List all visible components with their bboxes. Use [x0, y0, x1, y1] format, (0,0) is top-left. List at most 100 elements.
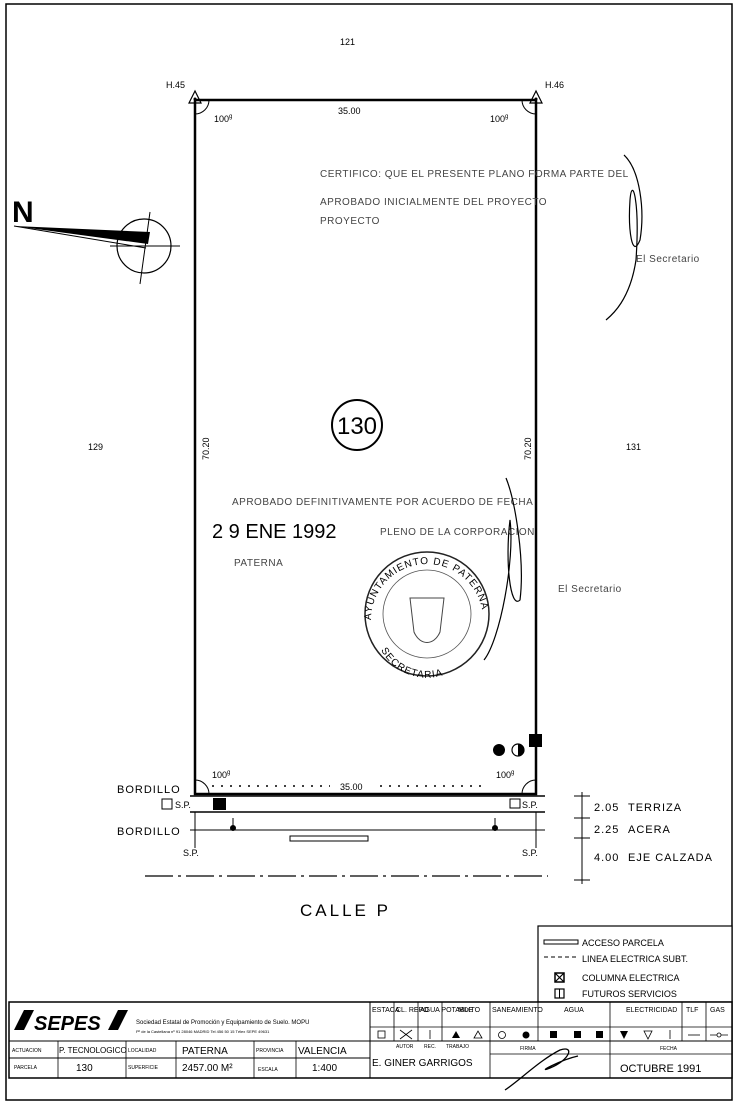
- svg-text:PROYECTO: PROYECTO: [320, 216, 380, 227]
- svg-text:LINEA ELECTRICA SUBT.: LINEA ELECTRICA SUBT.: [582, 954, 688, 964]
- svg-text:FECHA: FECHA: [660, 1046, 678, 1052]
- svg-text:EJE CALZADA: EJE CALZADA: [628, 852, 713, 864]
- angle-arc-tl: [194, 99, 210, 115]
- svg-text:TRABAJO: TRABAJO: [446, 1044, 469, 1050]
- certification-stamp-top: CERTIFICO: QUE EL PRESENTE PLANO FORMA P…: [320, 154, 700, 321]
- svg-text:2.25: 2.25: [594, 824, 619, 836]
- escala-value: 1:400: [312, 1063, 337, 1074]
- electric-column-icon-bottom: [213, 798, 226, 810]
- approval-stamp-middle: APROBADO DEFINITIVAMENTE POR ACUERDO DE …: [212, 477, 622, 661]
- localidad-value: PATERNA: [182, 1046, 228, 1057]
- svg-text:ESTACA: ESTACA: [372, 1007, 400, 1014]
- angle-arc-bl: [194, 779, 210, 795]
- svg-text:4.00: 4.00: [594, 852, 619, 864]
- svg-text:CERTIFICO: QUE EL PRESENTE PLA: CERTIFICO: QUE EL PRESENTE PLANO FORMA P…: [320, 169, 629, 180]
- svg-text:ESCALA: ESCALA: [258, 1067, 278, 1073]
- svg-text:PLENO DE LA CORPORACION: PLENO DE LA CORPORACION: [380, 527, 535, 538]
- electric-box-icon: [529, 734, 542, 747]
- svg-text:PARCELA: PARCELA: [14, 1065, 38, 1071]
- svg-text:ACCESO PARCELA: ACCESO PARCELA: [582, 938, 664, 948]
- actuacion-value: P. TECNOLOGICO: [59, 1046, 127, 1055]
- svg-text:FUTUROS SERVICIOS: FUTUROS SERVICIOS: [582, 989, 677, 999]
- svg-text:MIXTO: MIXTO: [458, 1007, 481, 1014]
- svg-text:2.05: 2.05: [594, 802, 619, 814]
- svg-text:PROVINCIA: PROVINCIA: [256, 1048, 284, 1054]
- future-services-icon-bottom: [509, 798, 521, 809]
- svg-text:REC.: REC.: [424, 1044, 436, 1050]
- section-row-3: 4.00 EJE CALZADA: [594, 852, 713, 864]
- parcel-number-circle: [331, 399, 383, 451]
- marker-left-label: H.45: [166, 80, 185, 90]
- legend-item-underground: LINEA ELECTRICA SUBT.: [544, 954, 688, 964]
- municipal-seal: AYUNTAMIENTO DE PATERNA SECRETARIA: [363, 551, 490, 681]
- provincia-value: VALENCIA: [298, 1046, 347, 1057]
- svg-text:SEPES: SEPES: [34, 1013, 101, 1035]
- svg-text:SUPERFICIE: SUPERFICIE: [128, 1065, 159, 1071]
- angle-br-label: 100g: [496, 770, 514, 780]
- dim-top-label: 35.00: [338, 106, 361, 116]
- neighbor-top-label: 121: [340, 37, 355, 47]
- angle-tl-label: 100g: [214, 114, 232, 124]
- author-signature: [504, 1048, 579, 1091]
- street-name: CALLE P: [300, 901, 391, 920]
- parcela-value: 130: [76, 1063, 93, 1074]
- signature-top: [605, 154, 643, 321]
- streetlight-icon-right: [492, 825, 498, 831]
- fecha-value: OCTUBRE 1991: [620, 1063, 701, 1075]
- streetlight-icon-left: [230, 825, 236, 831]
- title-block: SEPES Sociedad Estatal de Promoción y Eq…: [8, 1001, 733, 1091]
- legend-item-future: FUTUROS SERVICIOS: [554, 988, 677, 999]
- bordillo-label-1: BORDILLO: [117, 784, 181, 796]
- section-row-2: 2.25 ACERA: [594, 824, 671, 836]
- legend-item-column: COLUMNA ELECTRICA: [554, 972, 680, 983]
- svg-text:SECRETARIA: SECRETARIA: [378, 646, 444, 681]
- approval-date: 2 9 ENE 1992: [212, 521, 337, 543]
- svg-text:COLUMNA ELECTRICA: COLUMNA ELECTRICA: [582, 973, 680, 983]
- north-arrow-icon: N: [12, 196, 180, 285]
- angle-bl-label: 100g: [212, 770, 230, 780]
- svg-text:FIRMA: FIRMA: [520, 1046, 536, 1052]
- sheet-frame: [5, 3, 733, 1101]
- parcel-boundary: [193, 98, 538, 796]
- signature-middle: [483, 477, 522, 661]
- angle-arc-br: [521, 779, 537, 795]
- dim-left-label: 70.20: [201, 437, 211, 460]
- angle-tr-label: 100g: [490, 114, 508, 124]
- svg-text:APROBADO DEFINITIVAMENTE POR A: APROBADO DEFINITIVAMENTE POR ACUERDO DE …: [232, 497, 533, 508]
- section-row-1: 2.05 TERRIZA: [594, 802, 682, 814]
- svg-text:ACTUACION: ACTUACION: [12, 1048, 42, 1054]
- parcel-number-label: 130: [337, 413, 377, 440]
- svg-text:AUTOR: AUTOR: [396, 1044, 414, 1050]
- svg-text:CL. REPO: CL. REPO: [396, 1007, 429, 1014]
- legend-item-access: ACCESO PARCELA: [543, 938, 664, 948]
- company-address: Pº de la Castellana nº 91 28046 MADRID T…: [136, 1029, 270, 1034]
- svg-text:ACERA: ACERA: [628, 824, 671, 836]
- svg-text:AGUA POTABLE: AGUA POTABLE: [420, 1007, 473, 1014]
- neighbor-right-label: 131: [626, 442, 641, 452]
- sp-label-tr: S.P.: [522, 800, 538, 810]
- bordillo-label-2: BORDILLO: [117, 826, 181, 838]
- sp-label-tl: S.P.: [175, 800, 191, 810]
- svg-text:El Secretario: El Secretario: [558, 584, 622, 595]
- svg-text:AGUA: AGUA: [564, 1007, 584, 1014]
- svg-text:TLF: TLF: [686, 1007, 698, 1014]
- svg-text:El Secretario: El Secretario: [636, 254, 700, 265]
- parcel-access-mark: [289, 835, 369, 842]
- svg-text:ELECTRICIDAD: ELECTRICIDAD: [626, 1007, 677, 1014]
- svg-text:LOCALIDAD: LOCALIDAD: [128, 1048, 157, 1054]
- service-point-icon: [493, 744, 505, 756]
- sp-label-br: S.P.: [522, 848, 538, 858]
- company-name: Sociedad Estatal de Promoción y Equipami…: [136, 1020, 309, 1026]
- svg-text:PATERNA: PATERNA: [234, 558, 283, 569]
- svg-text:SANEAMIENTO: SANEAMIENTO: [492, 1007, 543, 1014]
- legend-box: [537, 925, 733, 1003]
- sp-label-bl: S.P.: [183, 848, 199, 858]
- autor-value: E. GINER GARRIGOS: [372, 1058, 473, 1069]
- sepes-logo: SEPES: [14, 1010, 128, 1035]
- access-line-icon: [543, 939, 579, 945]
- neighbor-left-label: 129: [88, 442, 103, 452]
- svg-text:TERRIZA: TERRIZA: [628, 802, 682, 814]
- superficie-value: 2457.00 M²: [182, 1063, 233, 1074]
- dim-bottom-label: 35.00: [340, 782, 363, 792]
